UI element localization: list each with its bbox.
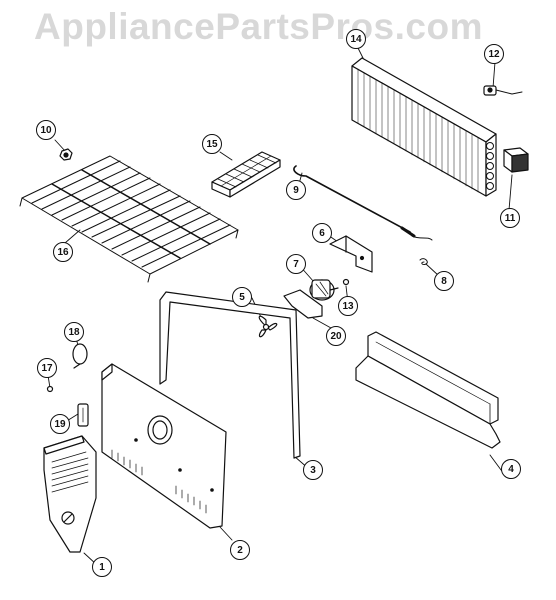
sensor-clip-part — [483, 85, 523, 96]
callout-10: 10 — [36, 120, 56, 140]
fan-blade-part — [258, 315, 278, 338]
callout-18: 18 — [64, 322, 84, 342]
clip-19-part — [77, 403, 89, 427]
callout-13: 13 — [338, 296, 358, 316]
screw-13-part — [342, 278, 350, 286]
wire-shelf-part — [19, 155, 239, 283]
watermark: AppliancePartsPros.com — [34, 6, 483, 47]
nut-part — [59, 148, 73, 161]
callout-20: 20 — [326, 326, 346, 346]
callout-12: 12 — [484, 44, 504, 64]
evaporator-part — [351, 57, 497, 197]
screw-17-part — [46, 385, 54, 393]
callout-15: 15 — [202, 134, 222, 154]
callout-5: 5 — [232, 287, 252, 307]
thermostat-cover-part — [43, 435, 97, 553]
callout-19: 19 — [50, 414, 70, 434]
motor-bracket-part — [283, 289, 323, 319]
callout-2: 2 — [230, 540, 250, 560]
callout-16: 16 — [53, 242, 73, 262]
callout-1: 1 — [92, 557, 112, 577]
callout-7: 7 — [286, 254, 306, 274]
gasket-part — [159, 291, 301, 459]
callout-11: 11 — [500, 208, 520, 228]
drain-trough-part — [355, 331, 501, 449]
callout-3: 3 — [303, 460, 323, 480]
bracket-part — [329, 235, 373, 273]
spring-clip-part — [419, 258, 428, 266]
knob-part — [72, 343, 88, 369]
rear-panel-part — [101, 363, 227, 529]
callout-8: 8 — [434, 271, 454, 291]
fan-motor-part — [309, 279, 339, 301]
callout-4: 4 — [501, 459, 521, 479]
callout-6: 6 — [312, 223, 332, 243]
callout-17: 17 — [37, 358, 57, 378]
heater-rod-part — [293, 165, 433, 241]
callout-9: 9 — [286, 180, 306, 200]
ice-tray-part — [211, 151, 281, 198]
terminal-block-part — [503, 147, 529, 173]
callout-14: 14 — [346, 29, 366, 49]
